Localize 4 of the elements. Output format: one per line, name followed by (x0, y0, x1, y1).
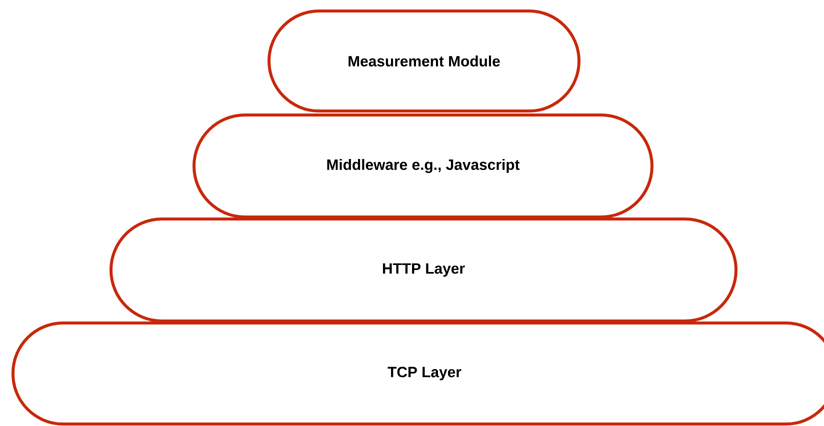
layer-box: TCP Layer (12, 322, 824, 426)
layer-box: Measurement Module (268, 10, 580, 112)
layer-box: HTTP Layer (110, 218, 738, 322)
layer-box: Middleware e.g., Javascript (192, 114, 654, 218)
